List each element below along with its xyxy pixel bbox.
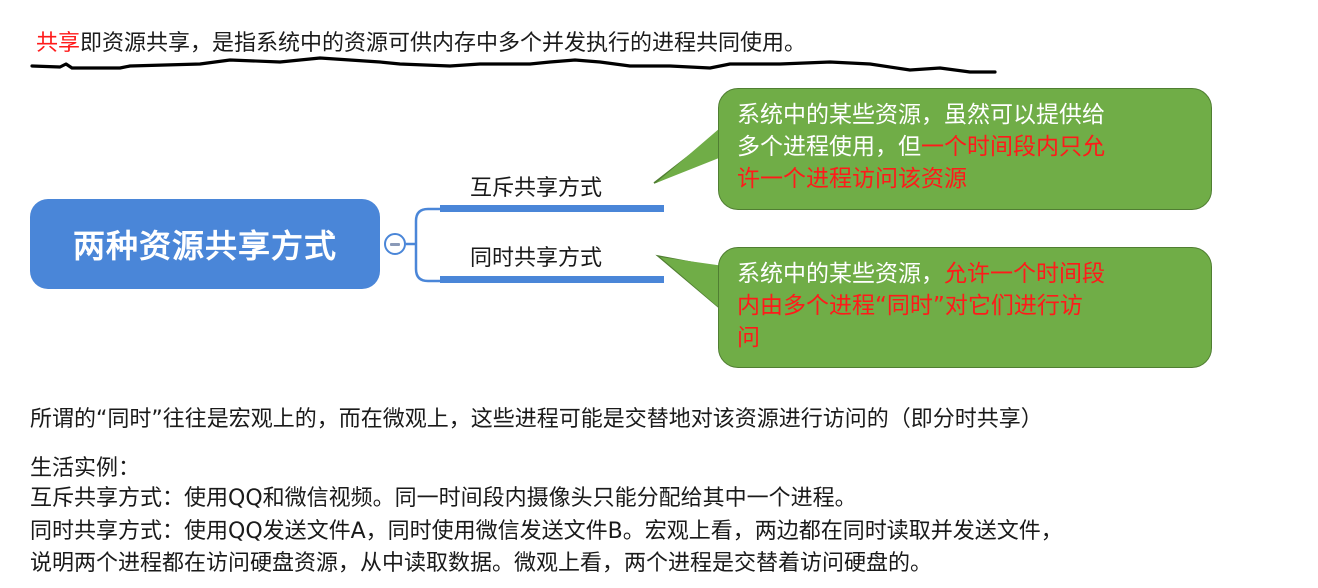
callout-mutex-line3: 许一个进程访问该资源 [737, 166, 967, 192]
branch-simultaneous-underline [440, 276, 664, 283]
callout-simultaneous-line1-red: 允许一个时间段 [944, 261, 1105, 287]
callout-mutex-line2: 多个进程使用，但一个时间段内只允 [737, 131, 1195, 163]
branch-simultaneous-label: 同时共享方式 [470, 246, 603, 271]
callout-mutex-line2-red: 一个时间段内只允 [921, 134, 1105, 160]
callout-mutex-line1: 系统中的某些资源，虽然可以提供给 [737, 102, 1105, 128]
examples-title: 生活实例： [30, 456, 141, 481]
intro-text: 即资源共享，是指系统中的资源可供内存中多个并发执行的进程共同使用。 [80, 31, 807, 56]
callout-simultaneous-line2: 内由多个进程“同时”对它们进行访 [737, 293, 1083, 319]
branch-connector [406, 207, 442, 283]
callout-simultaneous-line3: 问 [737, 325, 760, 351]
branch-simultaneous-sharing[interactable]: 同时共享方式 [470, 240, 602, 272]
callout-simultaneous-line1-normal: 系统中的某些资源， [737, 261, 944, 287]
example-simultaneous-line2: 说明两个进程都在访问硬盘资源，从中读取数据。微观上看，两个进程是交替着访问硬盘的… [30, 551, 933, 576]
note-paragraph: 所谓的“同时”往往是宏观上的，而在微观上，这些进程可能是交替地对该资源进行访问的… [30, 407, 1043, 432]
intro-line: 共享即资源共享，是指系统中的资源可供内存中多个并发执行的进程共同使用。 [36, 30, 806, 58]
intro-highlight: 共享 [36, 31, 81, 56]
callout-simultaneous-line1: 系统中的某些资源，允许一个时间段 [737, 258, 1195, 290]
hand-drawn-underline [30, 56, 997, 74]
example-simultaneous-line1: 同时共享方式：使用QQ发送文件A，同时使用微信发送文件B。宏观上看，两边都在同时… [30, 519, 1063, 544]
central-node-label: 两种资源共享方式 [72, 227, 337, 265]
branch-mutex-sharing[interactable]: 互斥共享方式 [470, 170, 602, 202]
branch-mutex-underline [440, 205, 664, 212]
branch-mutex-label: 互斥共享方式 [470, 176, 603, 201]
callout-simultaneous-sharing: 系统中的某些资源，允许一个时间段 内由多个进程“同时”对它们进行访 问 [718, 247, 1212, 368]
callout-mutex-sharing: 系统中的某些资源，虽然可以提供给 多个进程使用，但一个时间段内只允 许一个进程访… [718, 88, 1212, 210]
callout-mutex-line2-normal: 多个进程使用，但 [737, 134, 921, 160]
central-node[interactable]: 两种资源共享方式 [30, 199, 380, 289]
example-mutex: 互斥共享方式：使用QQ和微信视频。同一时间段内摄像头只能分配给其中一个进程。 [30, 486, 857, 511]
minus-circle-icon [390, 242, 400, 246]
collapse-button[interactable] [384, 233, 406, 255]
